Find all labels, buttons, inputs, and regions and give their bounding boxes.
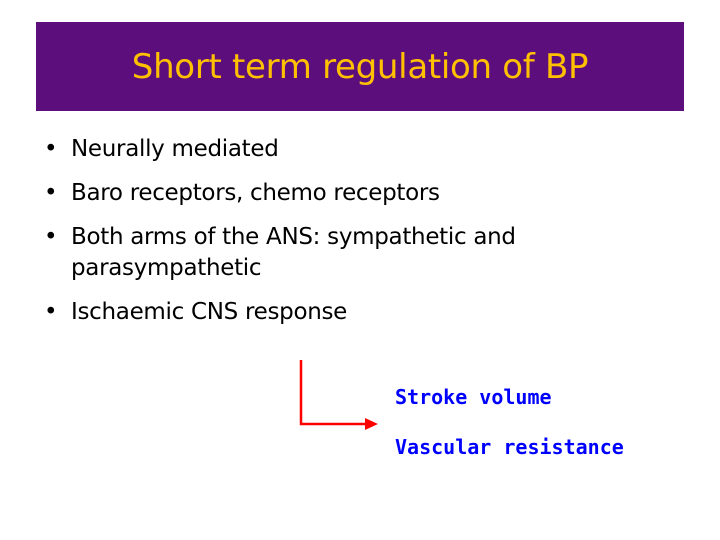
bullet-dot-icon: • [44,299,58,325]
bullet-text: Neurally mediated [71,136,279,162]
callout-vascular-resistance: Vascular resistance [395,435,624,459]
bullet-dot-icon: • [44,136,58,162]
bullet-text: Both arms of the ANS: sympathetic and pa… [71,224,516,281]
bullet-item: • Neurally mediated [44,134,664,165]
bullet-dot-icon: • [44,224,58,250]
bullet-item: • Baro receptors, chemo receptors [44,178,664,209]
elbow-arrow-icon [292,358,382,432]
bullet-text: Baro receptors, chemo receptors [71,180,440,206]
bullet-item: • Both arms of the ANS: sympathetic and … [44,222,664,284]
bullet-dot-icon: • [44,180,58,206]
slide-title: Short term regulation of BP [131,46,589,87]
callout-stroke-volume: Stroke volume [395,385,552,409]
bullet-text: Ischaemic CNS response [71,299,348,325]
bullet-list: • Neurally mediated • Baro receptors, ch… [44,134,664,341]
bullet-item: • Ischaemic CNS response [44,297,664,328]
title-bar: Short term regulation of BP [36,22,684,111]
